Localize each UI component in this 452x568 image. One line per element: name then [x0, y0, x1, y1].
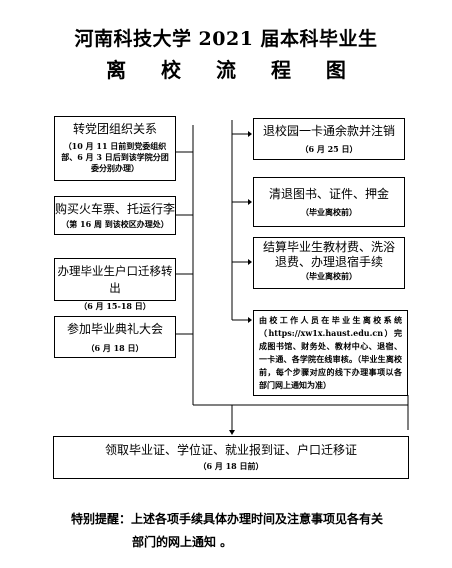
- step-sub-label: （6 月 15-18 日）: [79, 301, 151, 311]
- step-sub-label: （6 月 18 日）: [86, 343, 144, 353]
- step-main-label: 结算毕业生教材费、洗浴退费、办理退宿手续: [262, 240, 395, 269]
- page-subtitle: 离 校 流 程 图: [106, 58, 360, 82]
- page-title: 河南科技大学 2021 届本科毕业生: [74, 28, 378, 50]
- reminder-line-2: 部门的网上通知 。: [132, 535, 233, 549]
- step-return-books: 清退图书、证件、押金 （毕业离校前）: [253, 177, 405, 227]
- step-sub-label: （毕业离校前）: [301, 271, 357, 281]
- step-sub-label: （6 月 18 日前）: [198, 461, 264, 471]
- step-transfer-party-relations: 转党团组织关系 （10 月 11 日前到党委组织部、6 月 3 日后到该学院分团…: [54, 116, 176, 181]
- step-buy-tickets: 购买火车票、托运行李 （第 16 周 到该校区办理处）: [54, 196, 176, 235]
- step-graduation-ceremony: 参加毕业典礼大会 （6 月 18 日）: [54, 316, 176, 358]
- step-household-transfer: 办理毕业生户口迁移转出 （6 月 15-18 日）: [54, 258, 176, 311]
- step-settle-fees: 结算毕业生教材费、洗浴退费、办理退宿手续 （毕业离校前）: [253, 237, 405, 289]
- step-sub-label: （10 月 11 日前到党委组织部、6 月 3 日后到该学院分团委分别办理）: [61, 141, 169, 173]
- step-online-review: 由校工作人员在毕业生离校系统（https://xw1x.haust.edu.cn…: [253, 310, 408, 396]
- step-campus-card-refund: 退校园一卡通余款并注销 （6 月 25 日）: [253, 118, 405, 160]
- step-main-label: 参加毕业典礼大会: [66, 322, 163, 336]
- reminder-line-1: 特别提醒：上述各项手续具体办理时间及注意事项见各有关: [71, 512, 384, 526]
- step-main-label: 退校园一卡通余款并注销: [262, 124, 395, 138]
- step-main-label: 购买火车票、托运行李: [55, 202, 176, 216]
- step-online-text: 由校工作人员在毕业生离校系统（https://xw1x.haust.edu.cn…: [259, 315, 402, 390]
- step-sub-label: （第 16 周 到该校区办理处）: [61, 219, 169, 229]
- step-main-label: 办理毕业生户口迁移转出: [57, 264, 173, 295]
- step-main-label: 转党团组织关系: [72, 122, 157, 136]
- step-collect-certificates: 领取毕业证、学位证、就业报到证、户口迁移证 （6 月 18 日前）: [53, 436, 409, 479]
- step-main-label: 领取毕业证、学位证、就业报到证、户口迁移证: [104, 443, 357, 457]
- step-sub-label: （6 月 25 日）: [300, 144, 358, 154]
- step-sub-label: （毕业离校前）: [301, 207, 357, 217]
- step-main-label: 清退图书、证件、押金: [268, 187, 389, 201]
